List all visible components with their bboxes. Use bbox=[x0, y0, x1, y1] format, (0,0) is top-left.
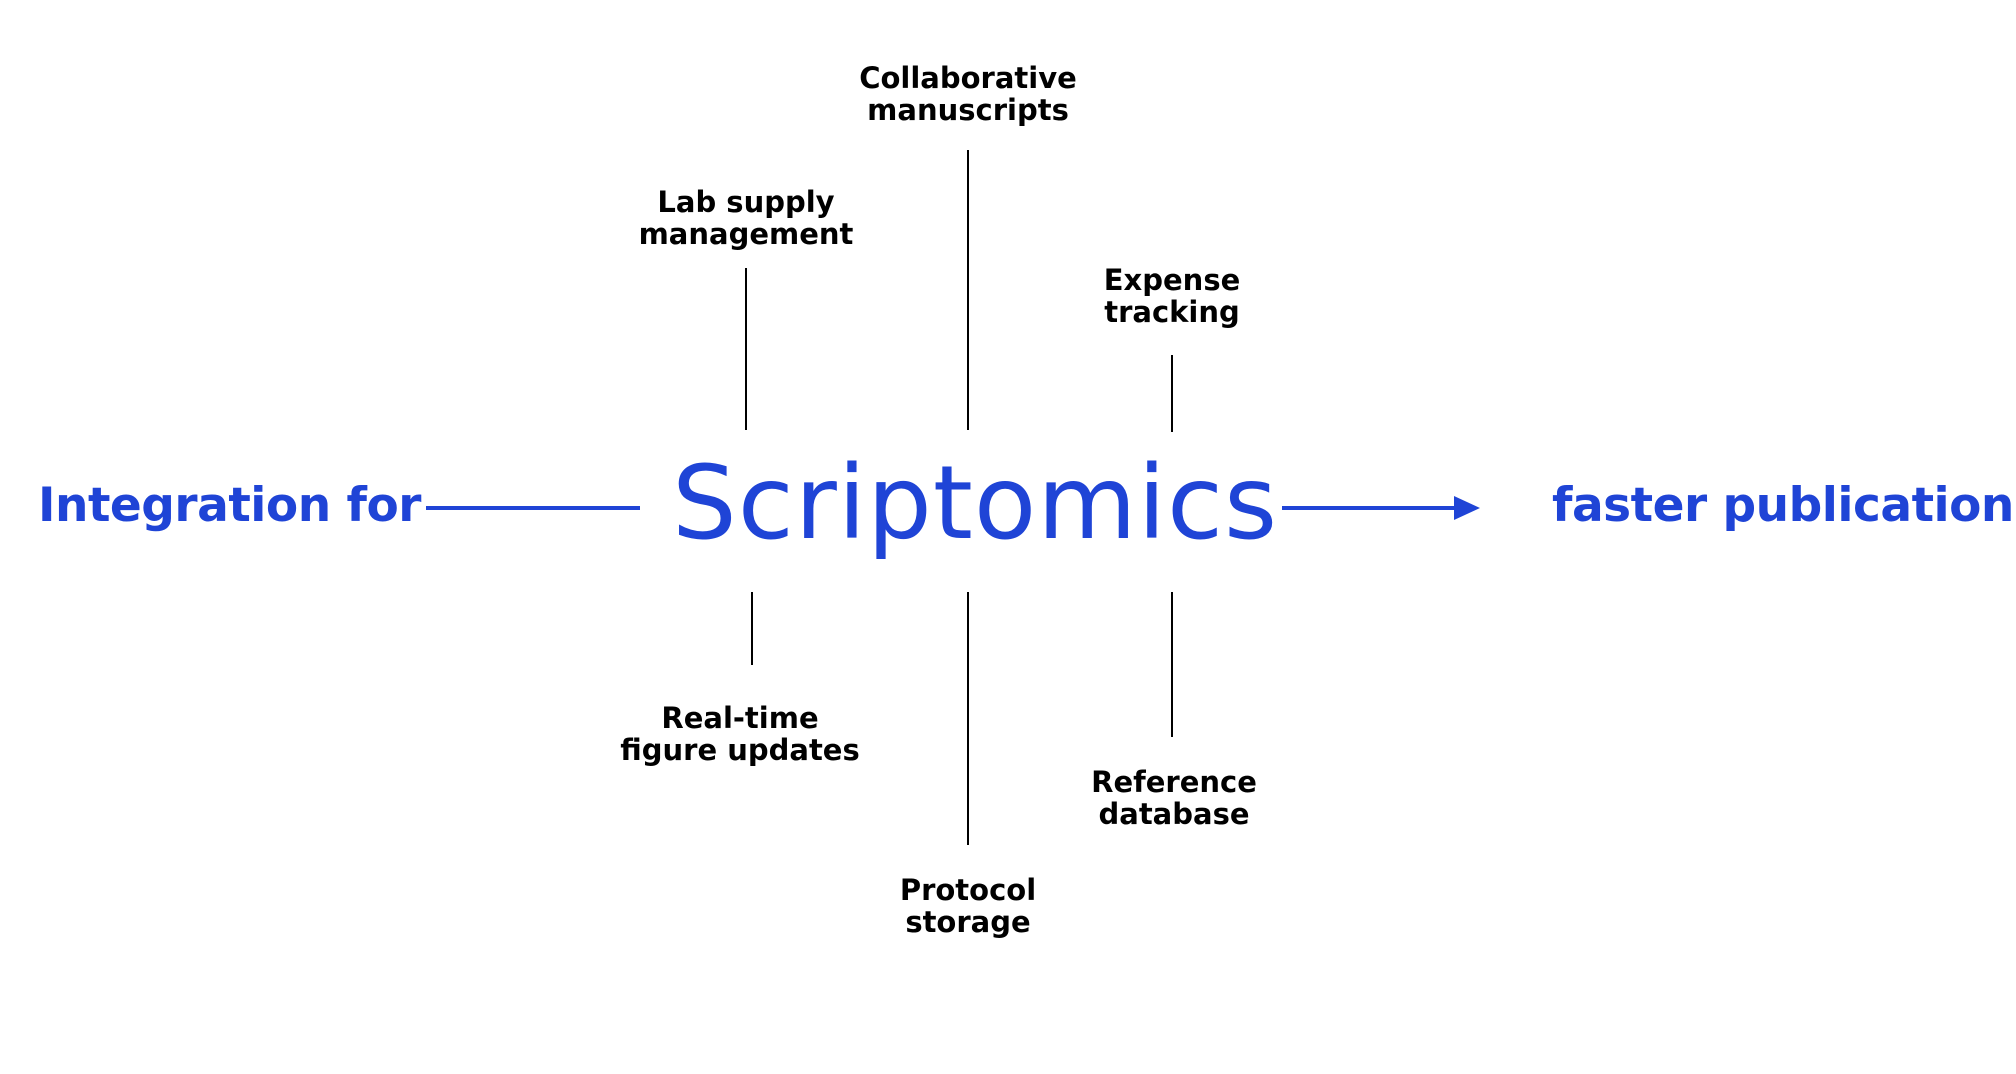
feature-line-2: management bbox=[586, 218, 906, 250]
feature-line-1: Real-time bbox=[580, 702, 900, 734]
feature-line-1: Expense bbox=[1012, 264, 1332, 296]
feature-line-2: database bbox=[1014, 798, 1334, 830]
feature-protocol-storage: Protocol storage bbox=[808, 874, 1128, 938]
feature-line-2: tracking bbox=[1012, 296, 1332, 328]
feature-reference-database: Reference database bbox=[1014, 766, 1334, 830]
feature-line-2: storage bbox=[808, 906, 1128, 938]
right-arrow-head bbox=[1454, 496, 1480, 520]
feature-line-2: figure updates bbox=[580, 734, 900, 766]
feature-line-2: manuscripts bbox=[808, 94, 1128, 126]
feature-lab-supply-management: Lab supply management bbox=[586, 186, 906, 250]
feature-line-1: Lab supply bbox=[586, 186, 906, 218]
faster-publication-text: faster publication bbox=[1552, 476, 2014, 536]
feature-line-1: Collaborative bbox=[808, 62, 1128, 94]
scriptomics-title: Scriptomics bbox=[672, 444, 1232, 564]
integration-for-text: Integration for bbox=[38, 476, 421, 536]
feature-line-1: Reference bbox=[1014, 766, 1334, 798]
feature-line-1: Protocol bbox=[808, 874, 1128, 906]
feature-realtime-figure-updates: Real-time figure updates bbox=[580, 702, 900, 766]
feature-expense-tracking: Expense tracking bbox=[1012, 264, 1332, 328]
feature-collaborative-manuscripts: Collaborative manuscripts bbox=[808, 62, 1128, 126]
